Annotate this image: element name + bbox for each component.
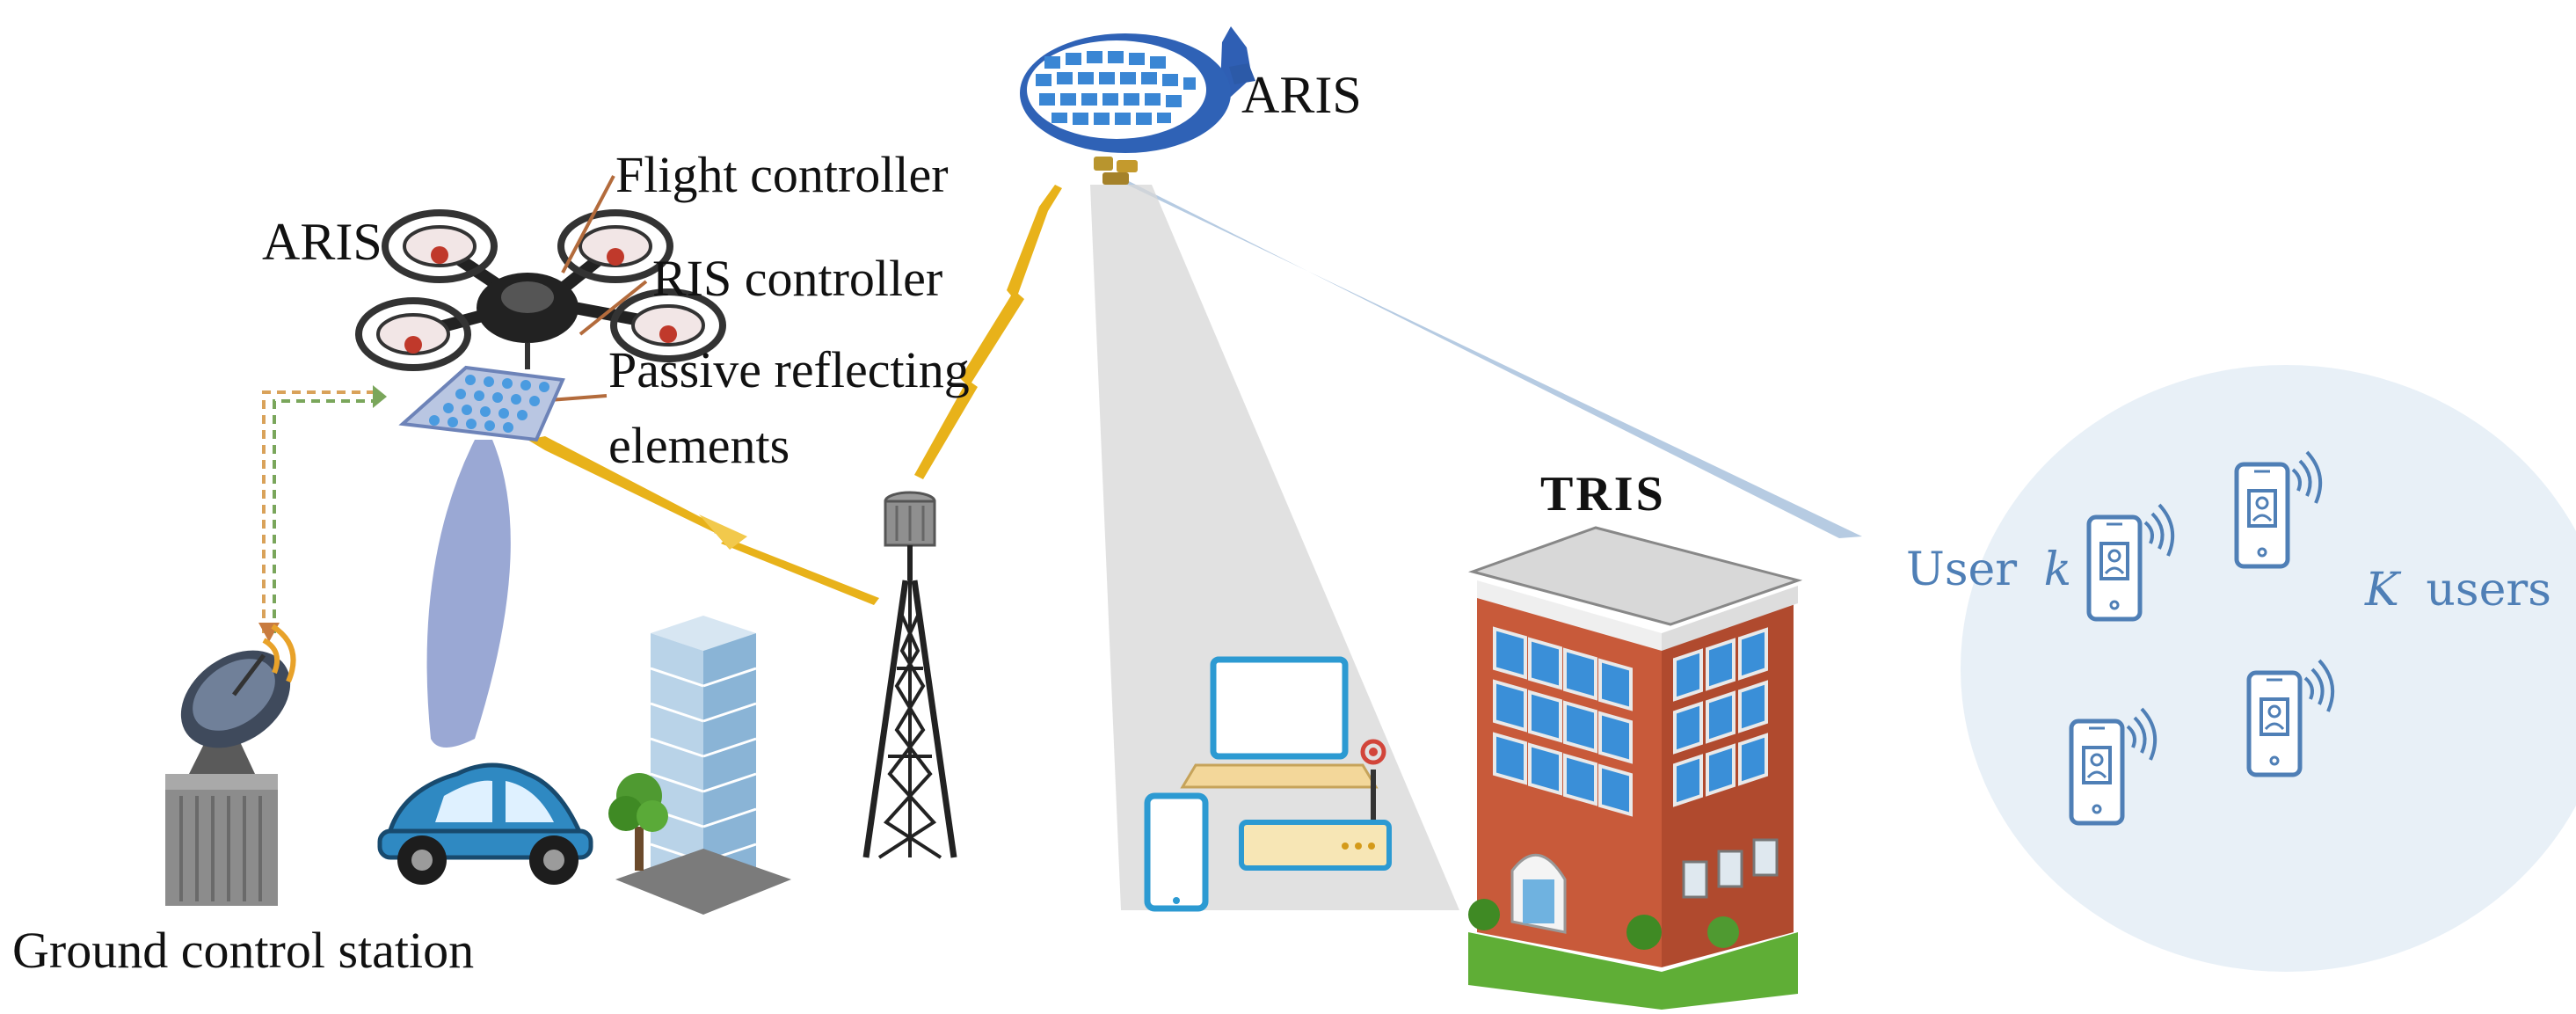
user-coverage-area <box>1961 365 2576 972</box>
aris-drone-label: ARIS <box>262 213 382 271</box>
tablet-icon <box>1144 792 1209 912</box>
car-icon <box>377 762 593 885</box>
link-drone-to-tower <box>528 436 879 605</box>
k-users-label: K users <box>2365 567 2551 613</box>
cell-tower-icon <box>862 491 957 859</box>
ris-controller-label: RIS controller <box>652 250 943 307</box>
aris-airship-label: ARIS <box>1241 66 1362 124</box>
router-icon <box>1239 739 1392 871</box>
elements-label: elements <box>608 417 790 474</box>
ris-beam-to-car <box>426 440 511 748</box>
quadcopter-drone-icon <box>355 209 726 371</box>
laptop-icon <box>1180 656 1379 789</box>
k-users-suffix: users <box>2426 564 2551 616</box>
airship-beam-to-users <box>1115 174 1862 538</box>
k-users-variable: K <box>2365 564 2399 616</box>
ris-panel-icon <box>398 365 565 442</box>
airship-coverage-cone <box>1090 185 1459 910</box>
ground-control-station-label: Ground control station <box>12 922 475 979</box>
tris-building-icon <box>1467 526 1803 1010</box>
office-building-icon <box>615 616 791 915</box>
passive-reflecting-label: Passive reflecting <box>608 341 970 398</box>
label-pointer-lines <box>549 175 648 402</box>
link-airship-to-tower <box>914 185 1062 479</box>
dashed-control-link <box>258 385 387 642</box>
user-k-variable: k <box>2043 543 2072 596</box>
tris-label: TRIS <box>1540 467 1666 522</box>
airship-icon <box>1020 26 1255 185</box>
flight-controller-label: Flight controller <box>615 146 949 203</box>
user-k-label: User k <box>1906 547 2071 593</box>
satellite-dish-icon <box>165 624 296 906</box>
tree-icon <box>608 773 668 871</box>
user-k-prefix: User <box>1906 543 2018 596</box>
